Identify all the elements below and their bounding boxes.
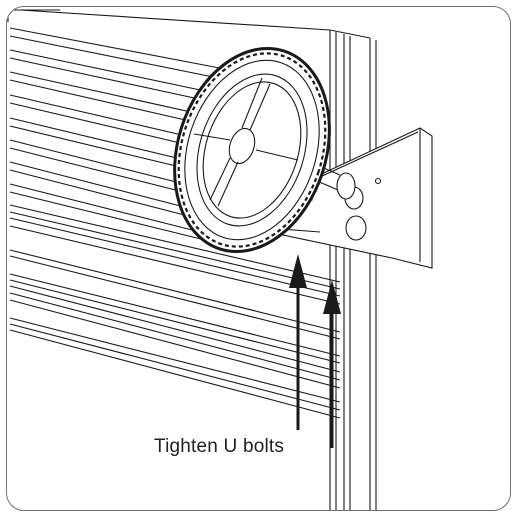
guide-rail (329, 30, 377, 510)
top-plate (7, 9, 371, 39)
arrow-left (289, 254, 307, 430)
curtain-slats (9, 204, 341, 419)
instruction-caption: Tighten U bolts (150, 436, 289, 458)
sprocket-wheel (173, 46, 331, 254)
arrow-right (323, 280, 341, 448)
